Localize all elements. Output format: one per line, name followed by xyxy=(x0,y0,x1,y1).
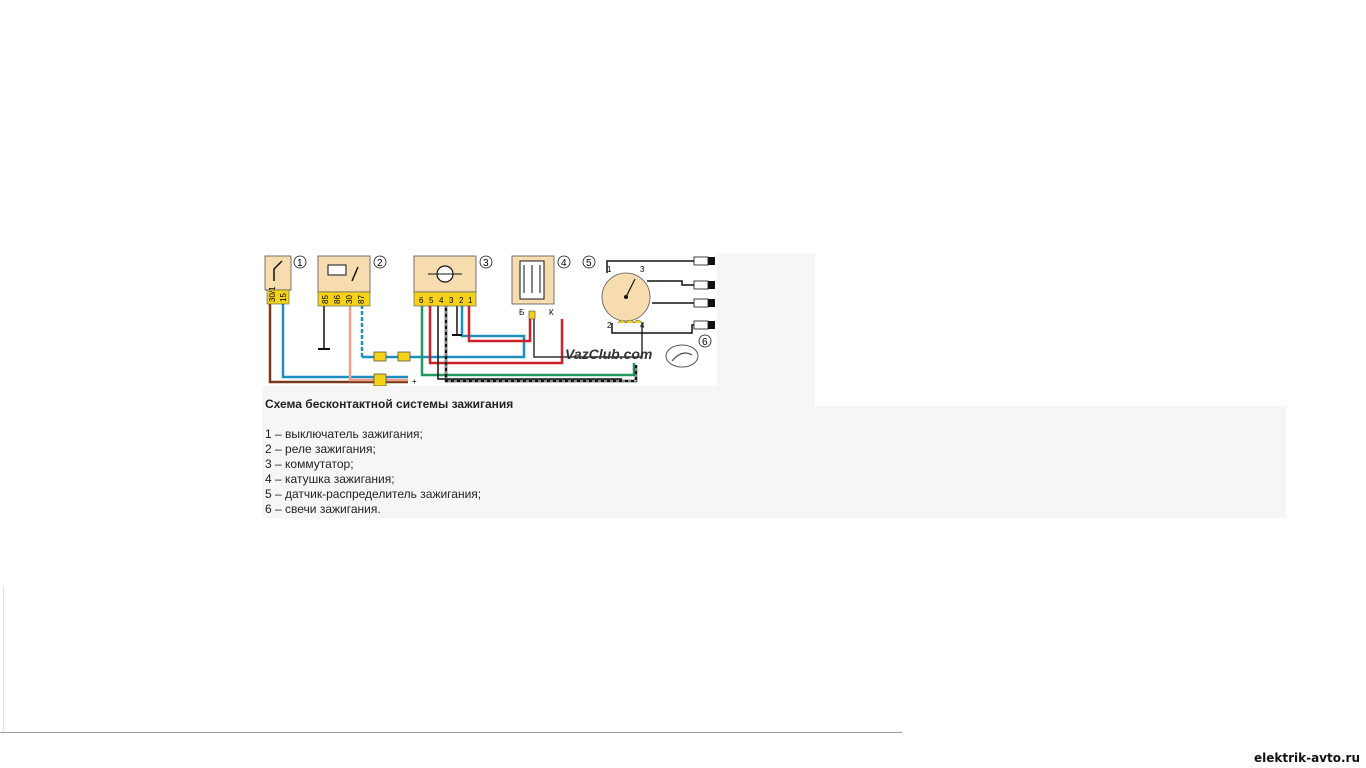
coil-terminal-b: Б xyxy=(519,308,524,317)
component-number-3: 3 xyxy=(483,258,489,269)
commutator-pin-5: 5 xyxy=(429,296,434,305)
component-legend: 1 – выключатель зажигания; 2 – реле зажи… xyxy=(265,427,481,517)
ignition-wiring-diagram: + 30/1 15 1 85 86 30 87 2 6 5 4 3 2 1 3 … xyxy=(262,253,717,386)
wire-green xyxy=(420,299,636,377)
site-watermark: elektrik-avto.ru xyxy=(1253,751,1360,765)
spark-plugs xyxy=(693,256,715,330)
wire-red-2 xyxy=(467,299,532,343)
wire-blue-2 xyxy=(362,299,526,359)
commutator-pin-4: 4 xyxy=(439,296,444,305)
legend-item: 3 – коммутатор; xyxy=(265,457,354,471)
component-number-4: 4 xyxy=(561,258,567,269)
wire-black-2 xyxy=(437,299,622,380)
component-number-2: 2 xyxy=(377,258,383,269)
legend-item: 5 – датчик-распределитель зажигания; xyxy=(265,487,482,501)
relay-pin-85: 85 xyxy=(321,295,330,304)
relay-pin-87: 87 xyxy=(357,295,366,304)
ignition-switch-body xyxy=(264,255,292,291)
commutator-pin-1: 1 xyxy=(468,296,473,305)
caption-panel xyxy=(262,406,1286,518)
component-number-1: 1 xyxy=(297,258,303,269)
wire-pink xyxy=(348,299,408,382)
relay-pin-86: 86 xyxy=(333,295,342,304)
switch-pin-15: 15 xyxy=(279,293,288,302)
left-divider xyxy=(3,586,4,733)
relay-pin-30: 30 xyxy=(345,295,354,304)
distributor-terminal-1: 1 xyxy=(607,265,612,274)
vazclub-watermark: VazClub.com xyxy=(565,346,652,362)
commutator-pin-3: 3 xyxy=(449,296,454,305)
component-number-5: 5 xyxy=(586,258,592,269)
coil-terminal-k: К xyxy=(549,308,554,317)
legend-item: 1 – выключатель зажигания; xyxy=(265,427,423,441)
wire-red xyxy=(428,299,564,365)
commutator-pin-2: 2 xyxy=(459,296,464,305)
legend-item: 4 – катушка зажигания; xyxy=(265,472,395,486)
legend-item: 2 – реле зажигания; xyxy=(265,442,376,456)
bottom-divider xyxy=(0,732,902,733)
wire-brown xyxy=(268,299,408,384)
legend-item: 6 – свечи зажигания. xyxy=(265,502,381,516)
commutator-pin-6: 6 xyxy=(419,296,424,305)
plus-label: + xyxy=(412,377,417,386)
distributor-terminal-4: 4 xyxy=(640,321,645,330)
switch-pin-30: 30/1 xyxy=(268,286,277,302)
distributor-terminal-2: 2 xyxy=(607,321,612,330)
diagram-title: Схема бесконтактной системы зажигания xyxy=(265,397,514,411)
wire-blue xyxy=(281,299,408,379)
distributor-terminal-3: 3 xyxy=(640,265,645,274)
component-number-6: 6 xyxy=(702,337,708,348)
